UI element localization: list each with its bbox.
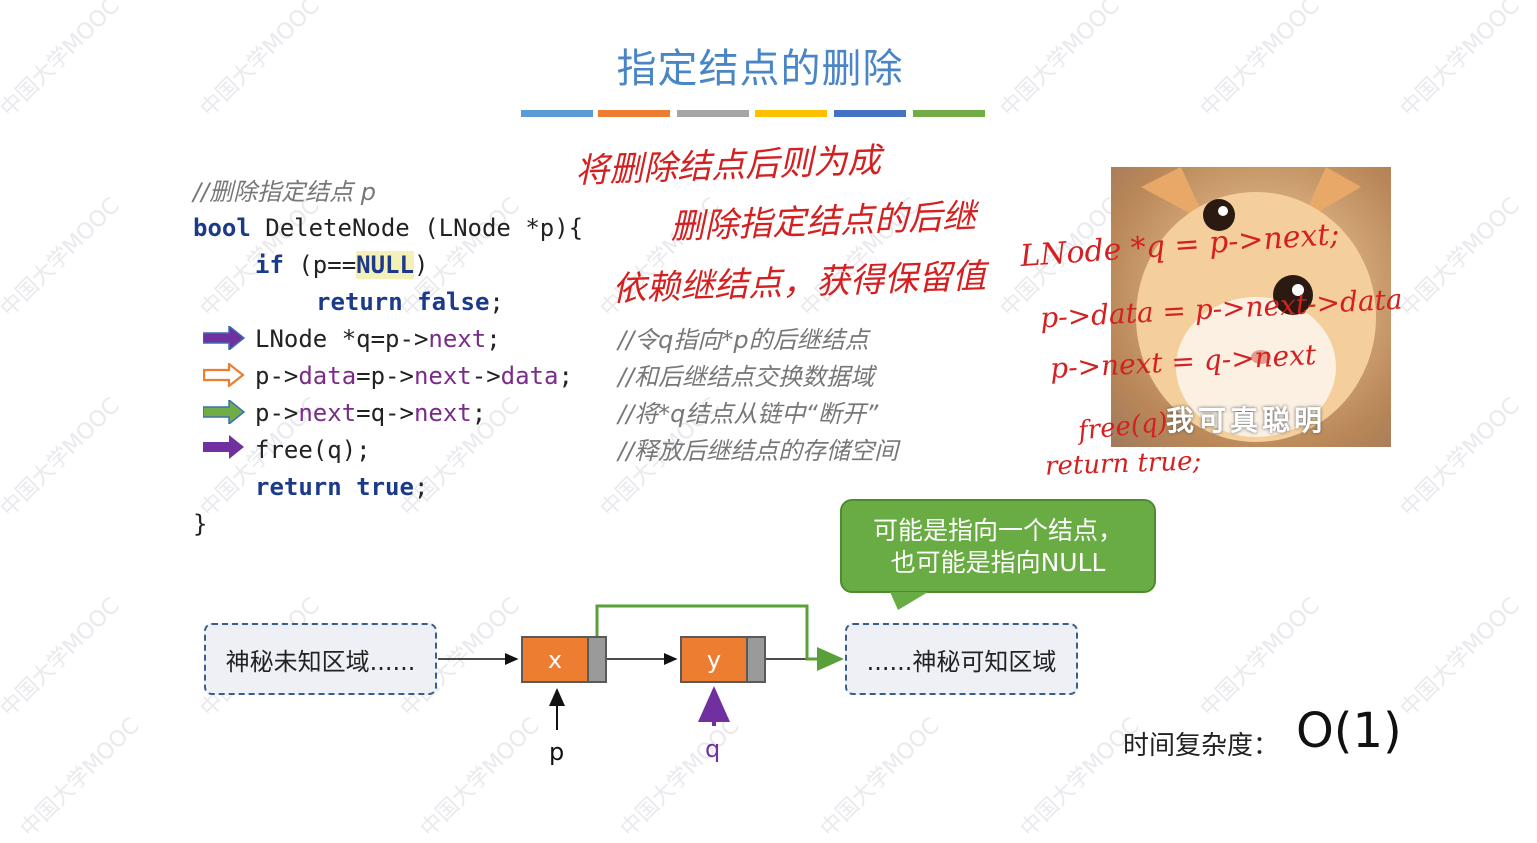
complexity-value: O(1) <box>1296 703 1402 759</box>
step-arrow-icon <box>203 326 245 350</box>
node-x-next <box>587 636 607 683</box>
code-text: ; <box>413 473 429 501</box>
callout-tail <box>890 592 928 610</box>
title-color-bar <box>598 110 670 117</box>
code-line-lnode: LNode *q=p->next; <box>255 321 501 358</box>
code-line-data: p->data=p->next->data; <box>255 358 573 395</box>
code-text: =p-> <box>356 362 414 390</box>
code-text: ; <box>558 362 573 390</box>
pointer-q-label: q <box>705 735 721 763</box>
code-line-free: free(q); <box>255 436 371 464</box>
code-field: data <box>298 362 357 390</box>
bypass-link-arrow <box>595 604 844 671</box>
code-comment: //和后继结点交换数据域 <box>618 363 875 391</box>
code-text: (p== <box>283 251 357 279</box>
code-field: next <box>413 399 472 427</box>
code-text: ; <box>471 399 487 427</box>
unknown-region: 神秘未知区域...... <box>204 623 437 695</box>
code-text: LNode *q=p-> <box>255 325 429 353</box>
image-caption: 我可真聪明 <box>1166 404 1327 437</box>
region-label: 神秘未知区域...... <box>225 647 416 676</box>
code-field: next <box>428 325 487 353</box>
code-keyword: return true <box>255 473 414 501</box>
code-text: =q-> <box>356 399 414 427</box>
code-text: -> <box>471 362 501 390</box>
step-arrow-icon <box>203 400 245 424</box>
code-text: p-> <box>255 362 299 390</box>
callout-line: 也可能是指向NULL <box>890 548 1106 577</box>
code-null-highlight: NULL <box>356 251 414 279</box>
node-y-next <box>746 636 766 683</box>
title-color-bar <box>834 110 906 117</box>
code-keyword: if <box>255 251 284 279</box>
code-field: data <box>500 362 559 390</box>
known-region: ......神秘可知区域 <box>845 623 1078 695</box>
code-field: next <box>298 399 357 427</box>
code-text: ; <box>486 325 501 353</box>
cat-face-icon <box>1111 167 1391 447</box>
code-keyword: bool <box>193 214 251 242</box>
code-text: ; <box>489 288 504 316</box>
node-label: y <box>706 645 722 674</box>
callout-box: 可能是指向一个结点， 也可能是指向NULL <box>840 499 1156 593</box>
code-comment-header: //删除指定结点 p <box>193 178 377 206</box>
title-color-bar <box>755 110 827 117</box>
code-line-next: p->next=q->next; <box>255 395 486 432</box>
code-closing-brace: } <box>193 510 208 538</box>
title-color-bar <box>521 110 593 117</box>
code-comment: //释放后继结点的存储空间 <box>618 437 899 465</box>
complexity-label: 时间复杂度： <box>1123 731 1280 761</box>
code-comment: //将*q结点从链中“断开” <box>618 400 879 428</box>
code-signature: bool DeleteNode (LNode *p){ <box>193 210 583 247</box>
region-label: ......神秘可知区域 <box>866 647 1057 676</box>
title-color-bar <box>677 110 749 117</box>
node-label: x <box>547 645 563 674</box>
callout-line: 可能是指向一个结点， <box>872 516 1123 545</box>
code-keyword: return false <box>316 288 490 316</box>
code-comment: //令q指向*p的后继结点 <box>618 326 869 354</box>
node-x-data: x <box>521 636 589 683</box>
code-field: next <box>413 362 472 390</box>
code-text: p-> <box>255 399 299 427</box>
title-color-bar <box>913 110 985 117</box>
step-arrow-icon <box>203 435 244 459</box>
cat-meme-image: 我可真聪明 <box>1111 167 1391 447</box>
step-arrow-icon <box>203 363 245 387</box>
code-line-return-false: return false; <box>316 284 504 321</box>
code-line-return-true: return true; <box>255 469 428 506</box>
code-text: ) <box>413 251 429 279</box>
code-line-if: if (p==NULL) <box>255 247 428 284</box>
code-text: DeleteNode (LNode *p){ <box>250 214 584 242</box>
pointer-p-label: p <box>549 738 565 766</box>
slide-title: 指定结点的删除 <box>616 46 904 92</box>
